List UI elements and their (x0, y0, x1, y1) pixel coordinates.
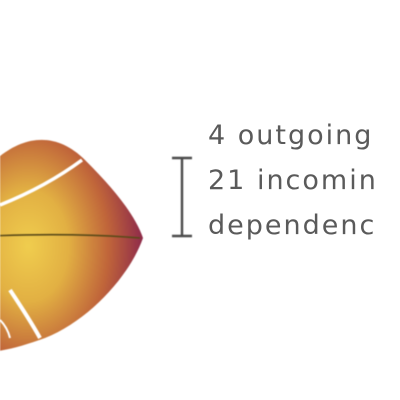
annotation-line-1: 4 outgoing (208, 120, 374, 151)
annotation-bracket (172, 156, 192, 238)
leaf-crack-lower (8, 288, 42, 339)
leaf-vein (0, 233, 141, 239)
leaf-crack-upper (0, 158, 84, 207)
leaf-shape (0, 139, 143, 351)
annotation-line-2: 21 incomin (208, 165, 378, 196)
annotation-line-3: dependenc (208, 210, 377, 241)
leaf-node (0, 139, 143, 351)
leaf-crack-bottom (0, 319, 11, 339)
